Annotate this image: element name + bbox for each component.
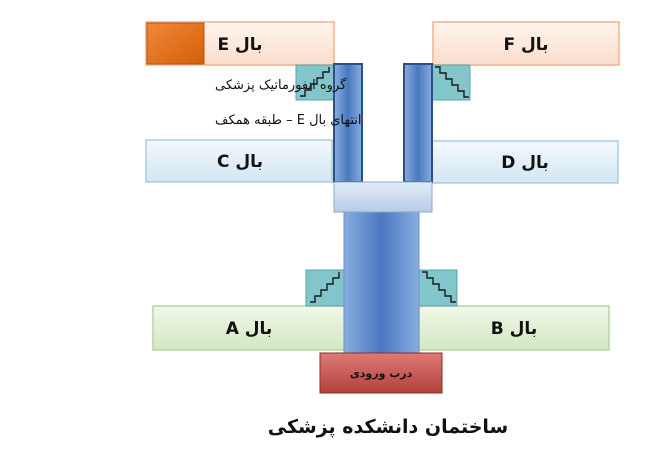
location-marker-icon xyxy=(146,22,205,65)
wing-e: بال E xyxy=(145,21,335,66)
note-line-2: انتهای بال E – طبقه همکف xyxy=(215,113,362,128)
corridor-left-upper xyxy=(333,63,363,183)
wing-b: بال B xyxy=(418,305,610,351)
stairs-icon xyxy=(295,64,335,101)
corridor-junction xyxy=(333,181,433,213)
stairs-icon xyxy=(305,269,345,307)
wing-a-label: بال A xyxy=(226,319,273,339)
stairs-icon xyxy=(418,269,458,307)
stairs-icon xyxy=(431,64,471,101)
wing-b-label: بال B xyxy=(491,319,537,339)
wing-c: بال C xyxy=(145,139,333,183)
building-title: ساختمان دانشکده پزشکی xyxy=(268,416,508,438)
entrance-label: درب ورودی xyxy=(350,367,413,380)
wing-f: بال F xyxy=(432,21,620,66)
wing-f-label: بال F xyxy=(503,35,548,55)
entrance-door: درب ورودی xyxy=(319,352,443,394)
wing-c-label: بال C xyxy=(217,152,263,172)
corridor-right-upper xyxy=(403,63,433,183)
wing-e-label: بال E xyxy=(217,35,262,55)
wing-a: بال A xyxy=(152,305,347,351)
note-line-1: گروه انفورماتیک پزشکی xyxy=(215,77,347,93)
corridor-main xyxy=(343,209,420,356)
wing-d: بال D xyxy=(431,140,619,184)
wing-d-label: بال D xyxy=(501,153,549,173)
